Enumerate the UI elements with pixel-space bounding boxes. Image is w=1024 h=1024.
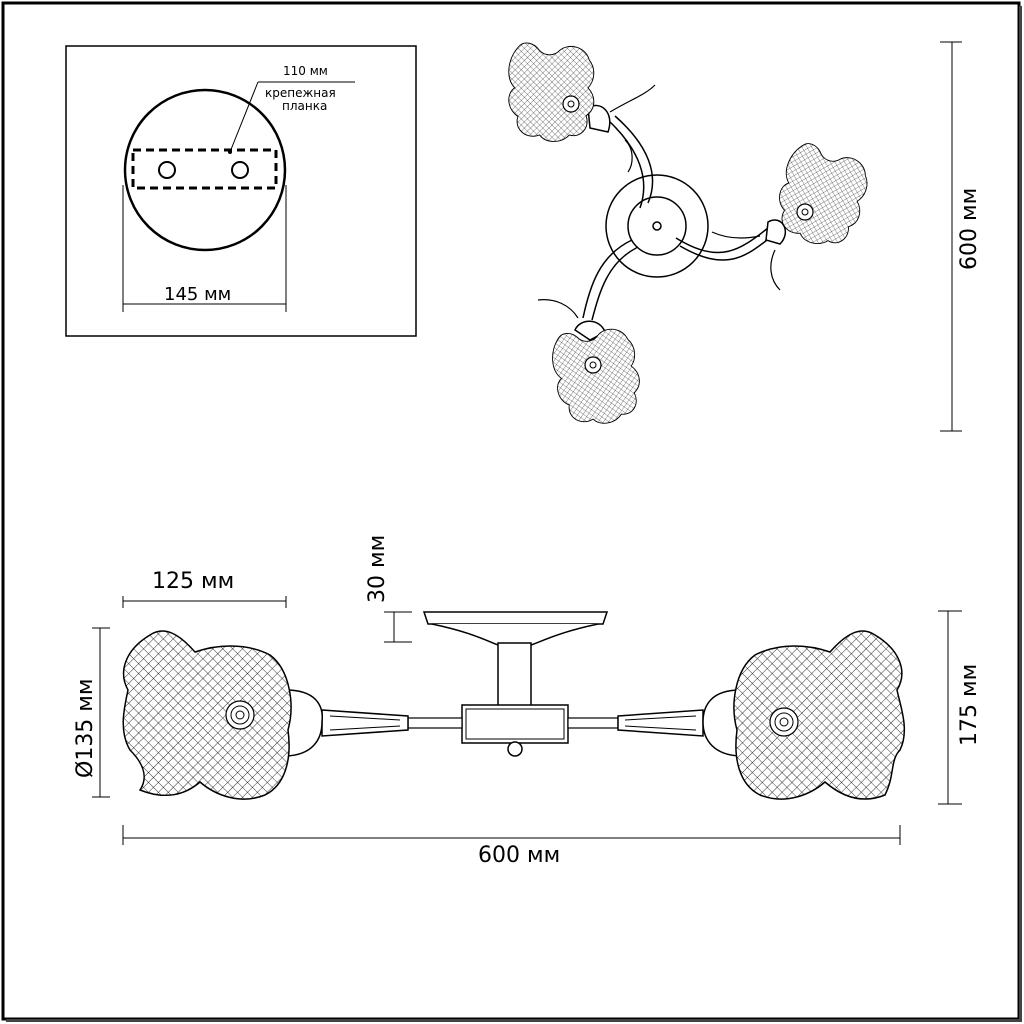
- side-shade-left: [122, 630, 292, 800]
- side-shade-right: [733, 630, 906, 800]
- side-canopy-plate: [422, 611, 609, 625]
- mounting-bracket: [131, 148, 278, 190]
- mounting-inset: 110 мм крепежная планка 145 мм: [65, 45, 417, 337]
- side-arm-left: [407, 717, 463, 729]
- bracket-hole-right: [231, 161, 249, 179]
- side-canopy-neck: [431, 623, 599, 646]
- top-overall-size-label: 600 мм: [957, 188, 982, 270]
- top-arm-3: [582, 239, 639, 321]
- top-arm-2: [675, 227, 773, 261]
- base-circle: [123, 88, 287, 252]
- shade-width-label: 125 мм: [152, 569, 234, 594]
- canopy-height-label: 30 мм: [365, 535, 390, 603]
- bracket-length-label: 110 мм: [283, 64, 328, 78]
- bracket-hole-left: [158, 161, 176, 179]
- top-canopy-screw: [652, 221, 662, 231]
- sheet-frame-shadow-bottom: [6, 1019, 1022, 1022]
- total-height-label: 175 мм: [957, 664, 982, 746]
- top-arm-1: [607, 115, 654, 209]
- top-view: 600 мм: [508, 41, 982, 432]
- top-shade-3: [547, 321, 647, 431]
- side-socket-left: [285, 689, 323, 757]
- bracket-name-line1: крепежная: [265, 86, 336, 100]
- bracket-name-line2: планка: [282, 99, 327, 113]
- side-connector-right: [617, 709, 704, 737]
- side-arm-right: [567, 717, 619, 729]
- total-width-label: 600 мм: [478, 843, 560, 868]
- side-socket-right: [702, 689, 741, 757]
- base-diameter-label: 145 мм: [164, 284, 231, 305]
- inset-frame: [65, 45, 417, 337]
- side-hub: [461, 704, 569, 744]
- side-hub-knob: [507, 741, 523, 757]
- side-connector-left: [321, 709, 409, 737]
- top-shade-1: [508, 42, 595, 142]
- sheet-frame-shadow: [1019, 6, 1022, 1022]
- side-view: 125 мм Ø135 мм 30 мм 175 мм 600 мм: [73, 535, 982, 868]
- shade-diameter-label: Ø135 мм: [73, 679, 98, 779]
- side-stem: [497, 642, 532, 708]
- bracket-leader: [229, 81, 259, 153]
